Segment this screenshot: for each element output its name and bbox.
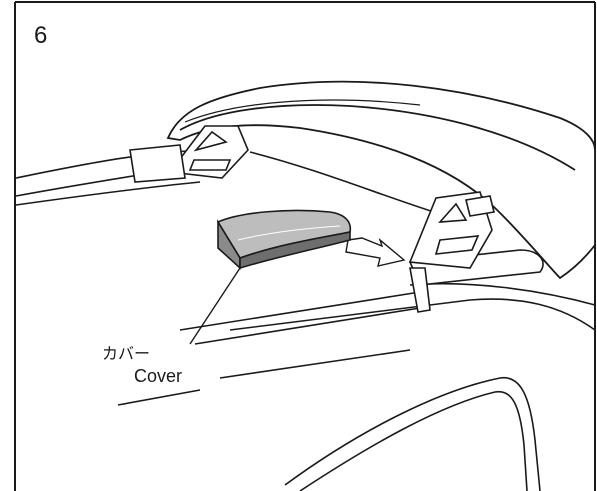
cover-label-jp: カバー [102,344,151,363]
spoiler [166,80,596,280]
right-bracket [408,191,495,269]
car-roof-lines [15,149,596,406]
frame-border [14,1,596,491]
leader-line [189,267,241,345]
direction-arrow [345,237,406,267]
window-glass [284,376,541,491]
cover-label-en: Cover [134,366,183,386]
cover-part [216,209,352,270]
step-number: 6 [34,22,48,49]
left-bracket [129,125,249,183]
